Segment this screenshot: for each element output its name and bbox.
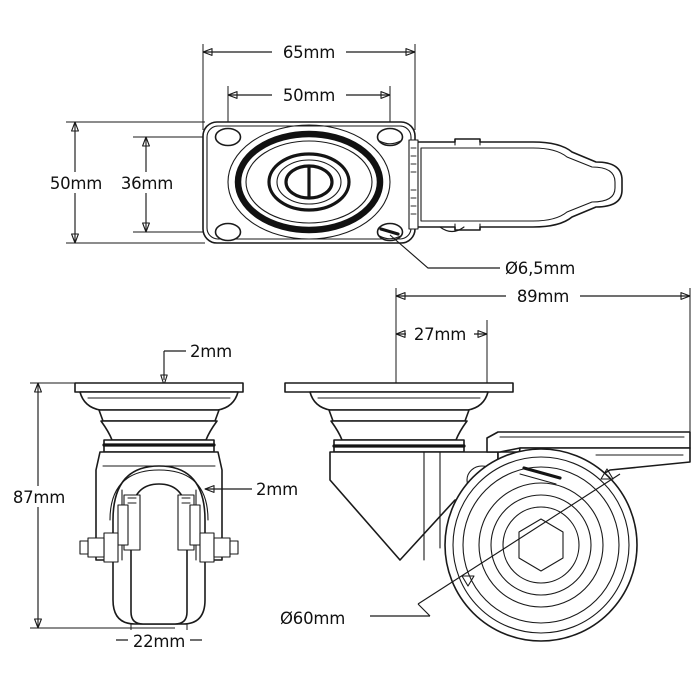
dim-label-overall-length: 89mm bbox=[517, 287, 569, 306]
wheel-hub-inner bbox=[502, 506, 580, 584]
dim-label-plate-length: 65mm bbox=[283, 43, 335, 62]
dimension-2mm-tread: 2mm bbox=[204, 480, 298, 499]
dimension-22mm: 22mm bbox=[116, 624, 202, 651]
front-brake-mechanism bbox=[109, 469, 209, 551]
dimension-27mm: 27mm bbox=[395, 320, 488, 390]
raceway-inner-ring bbox=[245, 140, 373, 224]
front-view-group: 2mm 87mm bbox=[8, 342, 298, 651]
wheel-tread-inner-circle bbox=[462, 466, 620, 624]
dim-label-hole-spacing-width: 36mm bbox=[121, 174, 173, 193]
side-brake-shoe bbox=[519, 466, 562, 485]
side-wheel bbox=[444, 448, 638, 642]
brake-hinge-plate bbox=[408, 139, 419, 230]
mounting-hole-top-right bbox=[376, 127, 404, 147]
dim-label-swivel-offset: 27mm bbox=[414, 325, 466, 344]
raceway-thick-ring bbox=[234, 130, 384, 234]
dimension-65mm: 65mm bbox=[202, 42, 416, 130]
dim-label-plate-thickness: 2mm bbox=[190, 342, 232, 361]
brake-lever-top-view bbox=[408, 138, 623, 233]
dim-label-tread-thickness: 2mm bbox=[256, 480, 298, 499]
hub-mid-circle bbox=[276, 159, 342, 205]
front-swivel-housing bbox=[100, 420, 218, 453]
wheel-hub-outer bbox=[490, 494, 592, 596]
front-top-plate bbox=[74, 382, 244, 422]
dim-label-hole-diameter: Ø6,5mm bbox=[505, 259, 575, 278]
top-view-group: 65mm 50mm 50mm bbox=[44, 42, 623, 278]
wheel-rim-circle bbox=[478, 482, 604, 608]
dimension-wheel-diameter: Ø60mm bbox=[272, 468, 621, 628]
hub-outer-circle bbox=[267, 152, 351, 212]
dim-label-overall-height: 87mm bbox=[13, 488, 65, 507]
dim-label-wheel-width: 22mm bbox=[133, 632, 185, 651]
wheel-core-outline bbox=[130, 483, 188, 625]
mounting-hole-bottom-left bbox=[214, 222, 242, 242]
front-axle-bolts bbox=[79, 532, 239, 563]
wheel-tread-circle bbox=[452, 456, 630, 634]
side-top-plate bbox=[284, 382, 514, 422]
dimension-36mm-vertical: 36mm bbox=[115, 136, 232, 233]
raceway-outer-ring bbox=[227, 124, 391, 240]
mounting-hole-top-left bbox=[214, 127, 242, 147]
dim-label-hole-spacing-length: 50mm bbox=[283, 86, 335, 105]
dimension-50mm-horizontal: 50mm bbox=[227, 85, 391, 142]
dimension-hole-diameter: Ø6,5mm bbox=[389, 234, 575, 278]
dimension-50mm-vertical: 50mm bbox=[44, 121, 205, 244]
dim-label-wheel-diameter: Ø60mm bbox=[280, 609, 345, 628]
side-swivel-housing bbox=[330, 420, 468, 453]
side-view-group: 89mm 27mm bbox=[272, 286, 691, 642]
dim-label-plate-width: 50mm bbox=[50, 174, 102, 193]
